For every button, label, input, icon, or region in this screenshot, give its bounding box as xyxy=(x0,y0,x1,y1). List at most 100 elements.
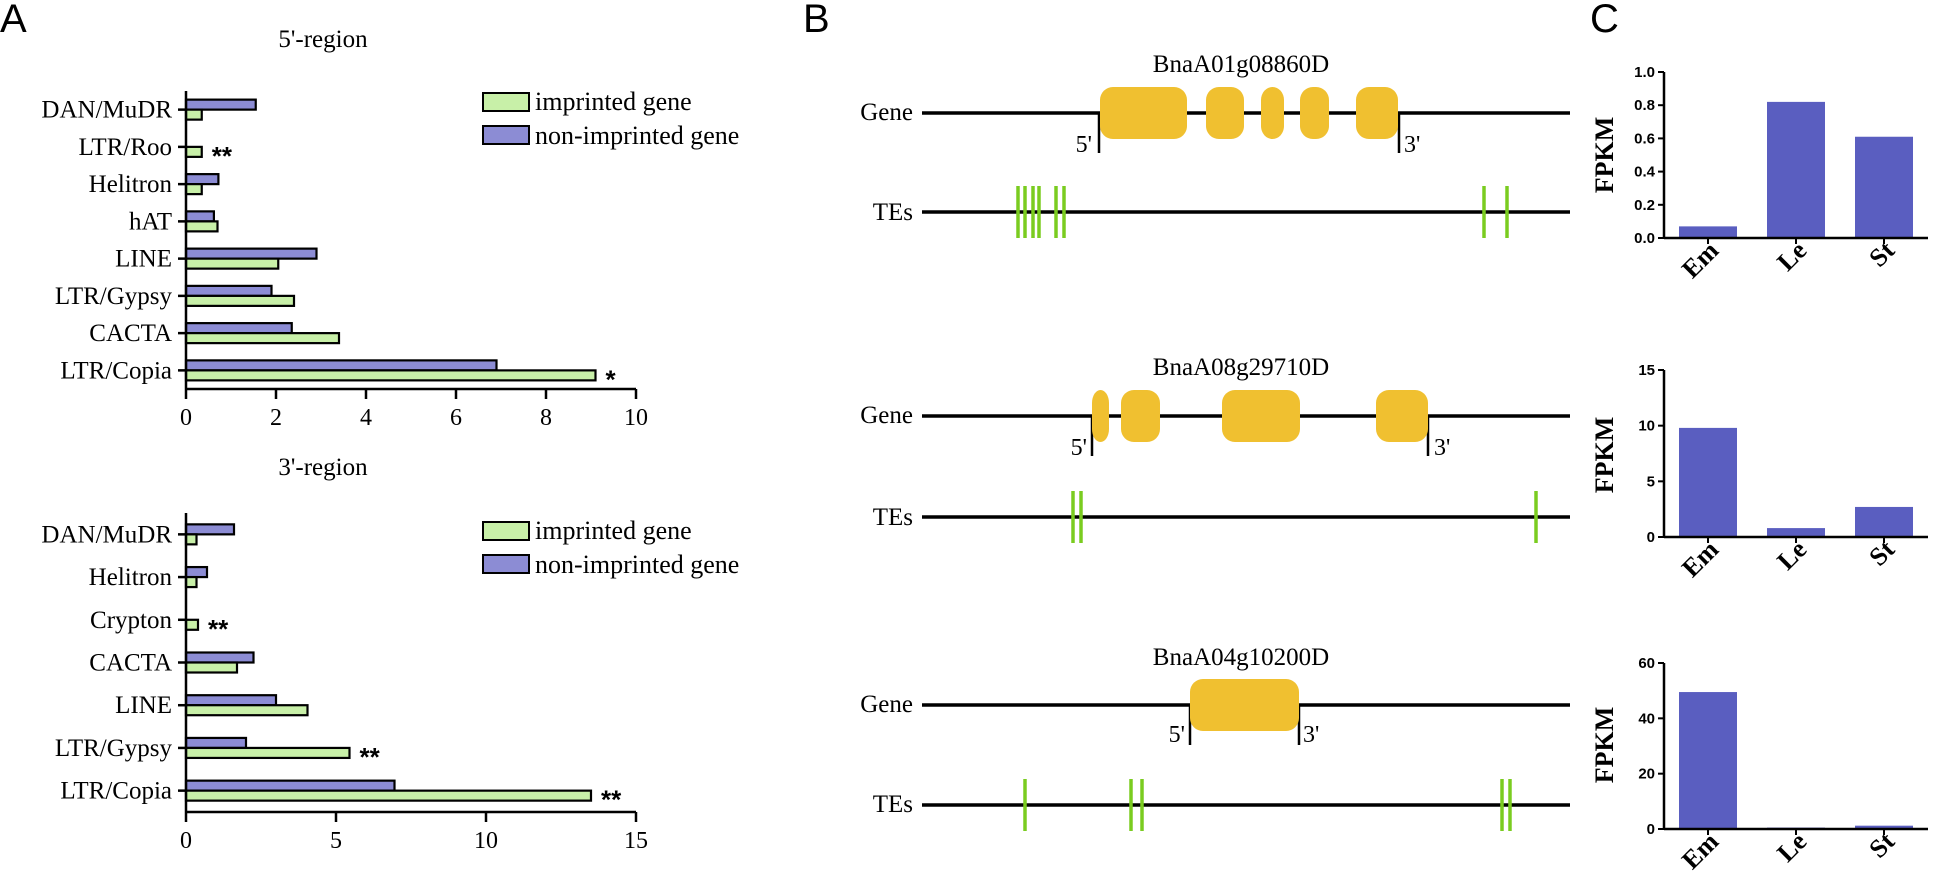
legend-swatch-imprinted xyxy=(482,521,530,541)
chart-title-5prime: 5'-region xyxy=(278,26,368,53)
five-prime-label-1: 5' xyxy=(1076,132,1092,158)
category-label: LTR/Gypsy xyxy=(55,735,173,762)
bar-non-imprinted xyxy=(184,322,293,335)
c-ylabel-2: FPKM xyxy=(1590,417,1619,494)
exon xyxy=(1376,390,1428,442)
significance-label: ** xyxy=(360,742,381,772)
category-label: LTR/Copia xyxy=(60,778,172,805)
x-category-label: St xyxy=(1863,534,1900,571)
y-tick-label: 0.0 xyxy=(1634,230,1655,247)
five-prime-label-3: 5' xyxy=(1169,722,1185,748)
x-tick-label: 2 xyxy=(270,405,282,431)
five-prime-label-2: 5' xyxy=(1071,435,1087,461)
exon xyxy=(1121,390,1160,442)
x-category-label: Em xyxy=(1676,534,1724,582)
bar-imprinted xyxy=(184,257,280,270)
exon xyxy=(1206,87,1244,139)
three-prime-label-1: 3' xyxy=(1404,132,1420,158)
expression-bar xyxy=(1767,101,1825,238)
y-tick-label: 60 xyxy=(1638,655,1655,672)
y-tick-label: 15 xyxy=(1638,362,1655,379)
te-row-label-1: TEs xyxy=(873,199,913,226)
bar-imprinted xyxy=(184,145,203,158)
bar-imprinted xyxy=(184,183,203,196)
x-category-label: Le xyxy=(1771,236,1812,277)
bar-imprinted xyxy=(184,704,309,717)
x-tick-label: 8 xyxy=(540,405,552,431)
category-label: LTR/Copia xyxy=(60,357,172,384)
panel-label-c: C xyxy=(1590,0,1619,41)
bar-non-imprinted xyxy=(184,210,215,223)
x-tick-label: 10 xyxy=(474,828,498,854)
legend-label-imprinted: imprinted gene xyxy=(535,516,692,545)
exon xyxy=(1261,87,1284,139)
bar-non-imprinted xyxy=(184,359,498,372)
c-ylabel-3: FPKM xyxy=(1590,707,1619,784)
panel-label-b: B xyxy=(803,0,830,41)
x-tick-label: 0 xyxy=(180,828,192,854)
x-category-label: St xyxy=(1863,235,1900,272)
y-tick-label: 0 xyxy=(1647,821,1655,838)
x-tick-label: 10 xyxy=(624,405,648,431)
category-label: LINE xyxy=(115,692,172,719)
expression-bar xyxy=(1855,825,1913,829)
category-label: Crypton xyxy=(90,607,172,634)
bar-non-imprinted xyxy=(184,651,255,664)
significance-label: ** xyxy=(601,785,622,815)
exon xyxy=(1190,679,1299,731)
legend-label-imprinted: imprinted gene xyxy=(535,87,692,116)
y-tick-label: 10 xyxy=(1638,418,1655,435)
significance-label: ** xyxy=(212,141,233,171)
x-tick-label: 4 xyxy=(360,405,372,431)
category-label: CACTA xyxy=(89,320,172,347)
bar-imprinted xyxy=(184,369,597,382)
category-label: DAN/MuDR xyxy=(41,97,172,124)
y-tick-label: 0.8 xyxy=(1634,97,1655,114)
y-tick-label: 1.0 xyxy=(1634,64,1655,81)
bar-imprinted xyxy=(184,789,593,802)
exon xyxy=(1222,390,1300,442)
te-row-label-2: TEs xyxy=(873,504,913,531)
panel-label-a: A xyxy=(0,0,27,41)
y-tick-label: 40 xyxy=(1638,710,1655,727)
x-tick-label: 15 xyxy=(624,828,648,854)
significance-label: * xyxy=(606,364,617,394)
bar-non-imprinted xyxy=(184,247,318,260)
bar-non-imprinted xyxy=(184,523,236,536)
x-category-label: Le xyxy=(1771,827,1812,868)
bar-imprinted xyxy=(184,220,219,233)
c-ylabel-1: FPKM xyxy=(1590,117,1619,194)
bar-imprinted xyxy=(184,661,239,674)
expression-bar xyxy=(1679,427,1737,537)
x-category-label: Em xyxy=(1676,235,1724,283)
legend-swatch-non-imprinted xyxy=(482,554,530,574)
category-label: LTR/Gypsy xyxy=(55,283,173,310)
x-tick-label: 0 xyxy=(180,405,192,431)
te-row-label-3: TEs xyxy=(873,791,913,818)
bar-non-imprinted xyxy=(184,694,278,707)
y-tick-label: 0.2 xyxy=(1634,197,1655,214)
legend-swatch-non-imprinted xyxy=(482,125,530,145)
category-label: Helitron xyxy=(89,564,173,591)
bar-non-imprinted xyxy=(184,284,273,297)
x-tick-label: 6 xyxy=(450,405,462,431)
gene-row-label-3: Gene xyxy=(860,691,913,718)
category-label: LINE xyxy=(115,246,172,273)
three-prime-label-3: 3' xyxy=(1303,722,1319,748)
x-category-label: Em xyxy=(1676,826,1724,874)
expression-bar xyxy=(1855,136,1913,238)
chart-title-3prime: 3'-region xyxy=(278,454,368,481)
y-tick-label: 0.4 xyxy=(1634,164,1656,181)
expression-bar xyxy=(1767,528,1825,537)
bar-imprinted xyxy=(184,618,200,631)
legend-label-non-imprinted: non-imprinted gene xyxy=(535,121,739,150)
bar-non-imprinted xyxy=(184,565,209,579)
exon xyxy=(1100,87,1187,139)
category-label: hAT xyxy=(129,208,172,235)
category-label: Helitron xyxy=(89,171,173,198)
legend-label-non-imprinted: non-imprinted gene xyxy=(535,550,739,579)
gene-name-2: BnaA08g29710D xyxy=(1153,354,1329,381)
three-prime-label-2: 3' xyxy=(1434,435,1450,461)
bar-imprinted xyxy=(184,533,198,546)
